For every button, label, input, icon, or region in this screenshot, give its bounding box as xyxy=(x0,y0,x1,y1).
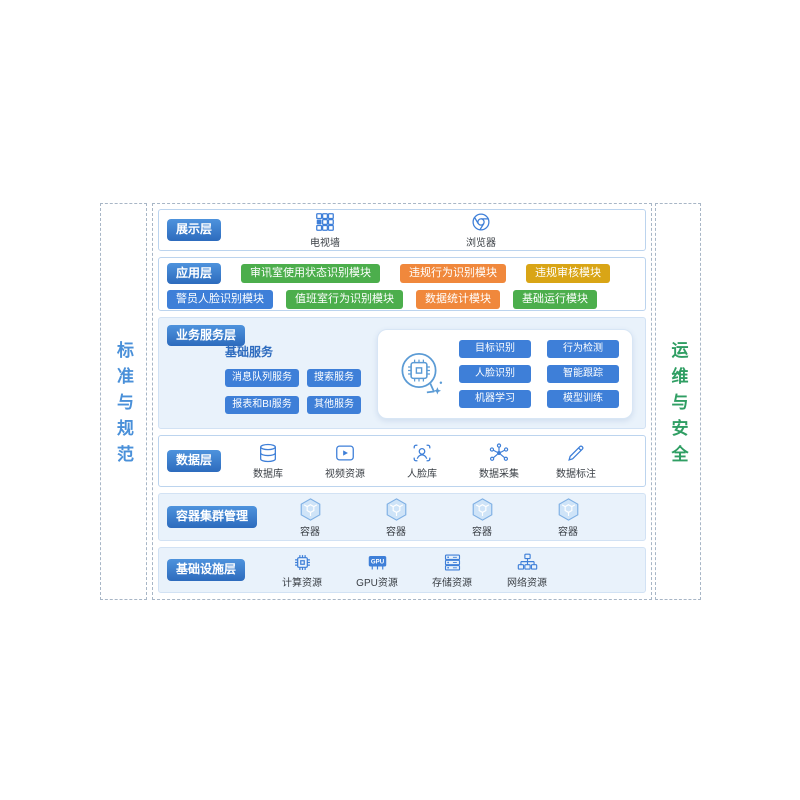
container-label: 容器 xyxy=(472,526,493,538)
annotate-icon xyxy=(565,442,587,464)
application-layer-title: 应用层 xyxy=(167,263,222,285)
data-annotate-label: 数据标注 xyxy=(556,469,597,480)
application-layer: 应用层 审讯室使用状态识别模块 违规行为识别模块 违规审核模块 警员人脸识别模块… xyxy=(158,257,646,311)
module-violation-behavior: 违规行为识别模块 xyxy=(400,264,507,284)
container-item: 容器 xyxy=(373,497,419,538)
container-cluster-title: 容器集群管理 xyxy=(167,506,258,528)
ai-services-card: 目标识别 行为检测 人脸识别 智能跟踪 机器学习 模型训练 xyxy=(377,329,633,419)
service-smart-tracking: 智能跟踪 xyxy=(547,365,619,383)
face-library-item: 人脸库 xyxy=(399,442,445,480)
service-search: 搜索服务 xyxy=(307,369,361,387)
application-row-2: 警员人脸识别模块 值班室行为识别模块 数据统计模块 基础运行模块 xyxy=(167,290,637,310)
container-item: 容器 xyxy=(545,497,591,538)
basic-services-block: 基础服务 消息队列服务 搜索服务 报表和BI服务 其他服务 xyxy=(225,343,377,414)
module-basic-operation: 基础运行模块 xyxy=(513,290,597,310)
container-hexagon-icon xyxy=(384,497,409,522)
container-item: 容器 xyxy=(287,497,333,538)
container-hexagon-icon xyxy=(298,497,323,522)
gpu-chip-text: GPU xyxy=(370,558,384,565)
service-report-bi: 报表和BI服务 xyxy=(225,396,299,414)
network-icon xyxy=(517,552,538,573)
container-items: 容器 容器 xyxy=(287,497,591,538)
video-resource-item: 视频资源 xyxy=(322,442,368,480)
database-label: 数据库 xyxy=(253,469,284,480)
container-item: 容器 xyxy=(459,497,505,538)
data-collect-item: 数据采集 xyxy=(476,442,522,480)
module-interrogation-room-status: 审讯室使用状态识别模块 xyxy=(241,264,381,284)
right-pillar: 运维与安全 xyxy=(655,203,701,600)
storage-resource-label: 存储资源 xyxy=(432,577,473,589)
tv-wall-icon xyxy=(314,211,336,233)
business-service-layer-title: 业务服务层 xyxy=(167,325,246,347)
left-pillar: 标准与规范 xyxy=(100,203,147,600)
tv-wall-item: 电视墙 xyxy=(302,211,348,249)
presentation-layer: 展示层 电视墙 xyxy=(158,209,646,251)
module-duty-room-behavior: 值班室行为识别模块 xyxy=(286,290,403,310)
basic-services-title: 基础服务 xyxy=(225,345,274,359)
data-layer-items: 数据库 视频资源 xyxy=(245,442,599,480)
browser-item: 浏览器 xyxy=(458,211,504,249)
storage-icon xyxy=(442,552,463,573)
service-behavior-detection: 行为检测 xyxy=(547,340,619,358)
face-scan-icon xyxy=(411,442,433,464)
video-resource-label: 视频资源 xyxy=(325,469,366,480)
container-hexagon-icon xyxy=(470,497,495,522)
service-machine-learning: 机器学习 xyxy=(459,390,531,408)
network-resource-item: 网络资源 xyxy=(504,552,550,589)
module-officer-face: 警员人脸识别模块 xyxy=(167,290,273,310)
business-service-layer: 业务服务层 基础服务 消息队列服务 搜索服务 报表和BI服务 其他服务 xyxy=(158,317,646,429)
video-icon xyxy=(334,442,356,464)
database-item: 数据库 xyxy=(245,442,291,480)
container-hexagon-icon xyxy=(556,497,581,522)
container-label: 容器 xyxy=(300,526,321,538)
data-annotate-item: 数据标注 xyxy=(553,442,599,480)
service-other: 其他服务 xyxy=(307,396,361,414)
ai-services-grid: 目标识别 行为检测 人脸识别 智能跟踪 机器学习 模型训练 xyxy=(459,340,619,408)
infrastructure-items: 计算资源 GPU GPU资源 xyxy=(279,552,550,589)
data-layer: 数据层 数据库 xyxy=(158,435,646,487)
service-model-training: 模型训练 xyxy=(547,390,619,408)
container-cluster-layer: 容器集群管理 容器 xyxy=(158,493,646,541)
cpu-icon xyxy=(292,552,313,573)
basic-services-grid: 消息队列服务 搜索服务 报表和BI服务 其他服务 xyxy=(225,369,377,414)
storage-resource-item: 存储资源 xyxy=(429,552,475,589)
database-icon xyxy=(257,442,279,464)
infrastructure-layer-title: 基础设施层 xyxy=(167,559,246,581)
module-violation-audit: 违规审核模块 xyxy=(526,264,611,284)
data-collect-label: 数据采集 xyxy=(479,469,520,480)
module-data-statistics: 数据统计模块 xyxy=(416,290,500,310)
browser-label: 浏览器 xyxy=(465,238,496,249)
left-pillar-label: 标准与规范 xyxy=(114,341,133,471)
data-layer-title: 数据层 xyxy=(167,450,222,472)
presentation-items: 电视墙 浏览器 xyxy=(221,211,637,249)
service-target-recognition: 目标识别 xyxy=(459,340,531,358)
container-label: 容器 xyxy=(386,526,407,538)
service-face-recognition: 人脸识别 xyxy=(459,365,531,383)
data-collect-icon xyxy=(488,442,510,464)
service-message-queue: 消息队列服务 xyxy=(225,369,299,387)
presentation-layer-title: 展示层 xyxy=(167,219,222,241)
face-library-label: 人脸库 xyxy=(407,469,438,480)
compute-resource-item: 计算资源 xyxy=(279,552,325,589)
network-resource-label: 网络资源 xyxy=(507,577,548,589)
right-pillar-label: 运维与安全 xyxy=(668,341,688,471)
tv-wall-label: 电视墙 xyxy=(310,238,340,249)
gpu-resource-item: GPU GPU资源 xyxy=(354,552,400,589)
browser-icon xyxy=(470,211,492,233)
main-panel: 展示层 电视墙 xyxy=(152,203,652,600)
container-label: 容器 xyxy=(558,526,579,538)
infrastructure-layer: 基础设施层 计算资源 xyxy=(158,547,646,593)
gpu-icon: GPU xyxy=(365,552,390,573)
gpu-resource-label: GPU资源 xyxy=(356,577,398,589)
ai-head-icon xyxy=(391,346,447,402)
compute-resource-label: 计算资源 xyxy=(282,577,323,589)
application-row-1: 应用层 审讯室使用状态识别模块 违规行为识别模块 违规审核模块 xyxy=(167,263,637,285)
